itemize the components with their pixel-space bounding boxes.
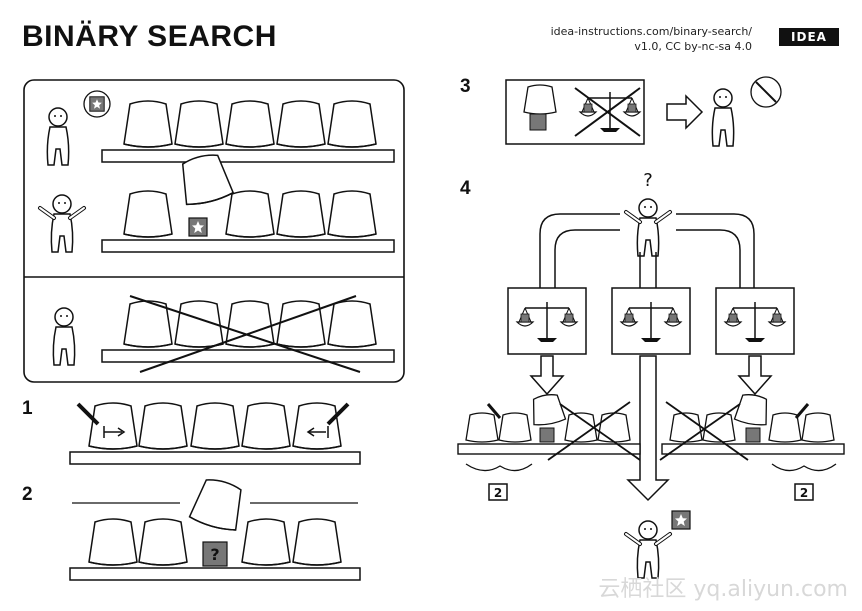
left-half-shelf: 2 — [457, 391, 641, 501]
step-4-diagram: ? — [457, 170, 845, 578]
source-info: idea-instructions.com/binary-search/ v1.… — [551, 24, 752, 54]
step-3-label: 3 — [460, 76, 471, 97]
svg-text:2: 2 — [494, 486, 502, 500]
left-pointer-arrow-icon — [103, 426, 126, 438]
shelf-row-3 — [101, 295, 395, 373]
right-pointer-arrow-icon — [306, 426, 329, 438]
arrow-right-icon — [666, 94, 704, 130]
step-2-label: 2 — [22, 484, 33, 505]
step-3-panel — [505, 76, 782, 147]
star-icon — [188, 217, 208, 237]
intro-panel — [23, 79, 405, 383]
idea-logo: IDEA — [779, 28, 839, 46]
step-4-label: 4 — [460, 178, 471, 199]
watermark: 云栖社区 yq.aliyun.com — [598, 577, 848, 602]
shelf-row-2 — [101, 150, 395, 253]
svg-text:?: ? — [210, 545, 219, 564]
source-url[interactable]: idea-instructions.com/binary-search/ — [550, 25, 752, 38]
arrow-down-icon — [529, 355, 773, 502]
star-icon — [671, 510, 691, 530]
version-license: v1.0, CC by-nc-sa 4.0 — [634, 40, 752, 53]
svg-text:2: 2 — [800, 486, 808, 500]
person-icon — [711, 88, 735, 147]
step-1-shelf — [69, 402, 361, 465]
question-mark-icon: ? — [202, 541, 228, 567]
page-title: BINÄRY SEARCH — [22, 20, 277, 53]
thought-star-icon — [83, 90, 111, 118]
question-mark-icon: ? — [643, 170, 653, 191]
step-2-shelf: ? — [69, 474, 361, 581]
person-icon — [626, 199, 670, 256]
step-1-label: 1 — [22, 398, 33, 419]
shelf-row-1 — [101, 100, 395, 163]
right-half-shelf: 2 — [659, 391, 845, 501]
balance-scale-icon — [507, 287, 795, 355]
winner-person — [626, 521, 670, 578]
pencil-icon — [76, 402, 350, 426]
